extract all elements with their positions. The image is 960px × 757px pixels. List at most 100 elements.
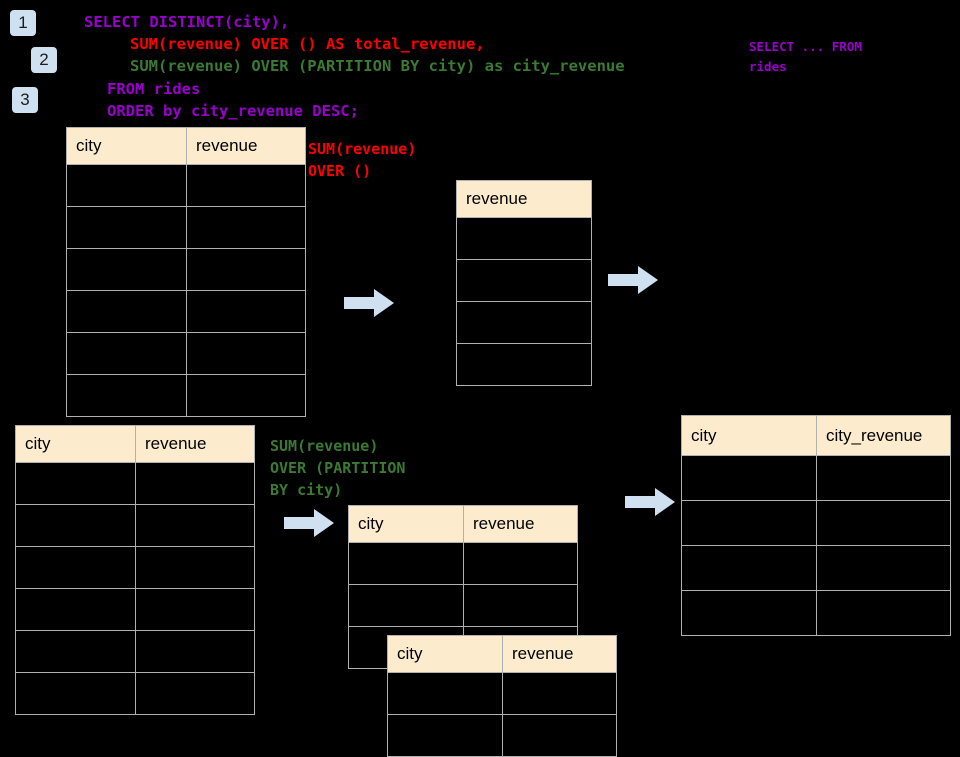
table-cell[interactable] [15, 504, 136, 547]
table-cell[interactable] [816, 500, 951, 546]
table-cell[interactable] [681, 500, 817, 546]
table-cell[interactable] [816, 455, 951, 501]
table-cell[interactable] [681, 455, 817, 501]
table-row[interactable] [681, 455, 951, 501]
table-cell[interactable] [66, 332, 187, 375]
table-row[interactable] [66, 248, 306, 291]
table-cell[interactable] [66, 290, 187, 333]
table-cell[interactable] [135, 630, 255, 673]
table-cell[interactable] [186, 332, 306, 375]
table-header-row: city revenue [348, 505, 578, 543]
table-row[interactable] [387, 714, 617, 757]
table-cell[interactable] [456, 259, 592, 302]
column-header-city-revenue: city_revenue [816, 415, 951, 456]
table-cell[interactable] [66, 374, 187, 417]
annotation-city-revenue-line2: OVER (PARTITION [270, 459, 406, 477]
table-partition-b[interactable]: city revenue [387, 635, 617, 757]
table-row[interactable] [348, 584, 578, 627]
table-cell[interactable] [15, 588, 136, 631]
table-cell[interactable] [463, 584, 578, 627]
table-cell[interactable] [681, 545, 817, 591]
arrow-partition-to-final-icon [625, 487, 675, 522]
table-cell[interactable] [135, 462, 255, 505]
table-row[interactable] [456, 343, 592, 386]
table-final-result[interactable]: city city_revenue [681, 415, 951, 636]
table-cell[interactable] [15, 630, 136, 673]
table-header-row: city revenue [15, 425, 255, 463]
table-cell[interactable] [66, 206, 187, 249]
column-header-revenue: revenue [186, 127, 306, 165]
table-row[interactable] [681, 500, 951, 546]
table-cell[interactable] [348, 542, 464, 585]
annotation-total-revenue-line1: SUM(revenue) [308, 140, 417, 158]
sql-line-order-by: ORDER by city_revenue DESC; [107, 102, 359, 120]
table-cell[interactable] [15, 672, 136, 715]
table-cell[interactable] [15, 462, 136, 505]
table-cell[interactable] [816, 545, 951, 591]
table-cell[interactable] [816, 590, 951, 636]
table-cell[interactable] [135, 672, 255, 715]
table-row[interactable] [66, 206, 306, 249]
table-cell[interactable] [66, 164, 187, 207]
column-header-city: city [348, 505, 464, 543]
table-rides-source-2[interactable]: city revenue [15, 425, 255, 715]
table-row[interactable] [66, 374, 306, 417]
table-row[interactable] [15, 672, 255, 715]
column-header-city: city [66, 127, 187, 165]
table-cell[interactable] [66, 248, 187, 291]
table-cell[interactable] [135, 504, 255, 547]
table-cell[interactable] [135, 546, 255, 589]
column-header-revenue: revenue [463, 505, 578, 543]
table-cell[interactable] [186, 374, 306, 417]
table-row[interactable] [15, 588, 255, 631]
table-cell[interactable] [186, 206, 306, 249]
table-cell[interactable] [681, 590, 817, 636]
table-row[interactable] [66, 332, 306, 375]
table-cell[interactable] [15, 546, 136, 589]
table-header-row: revenue [456, 180, 592, 218]
step-badge-1[interactable]: 1 [10, 10, 36, 36]
table-cell[interactable] [186, 164, 306, 207]
step-badge-3[interactable]: 3 [12, 87, 38, 113]
table-cell[interactable] [502, 714, 617, 757]
table-cell[interactable] [348, 584, 464, 627]
table-row[interactable] [387, 672, 617, 715]
step-badge-2[interactable]: 2 [31, 47, 57, 73]
table-row[interactable] [15, 504, 255, 547]
sql-line-total-revenue: SUM(revenue) OVER () AS total_revenue, [130, 35, 485, 53]
table-row[interactable] [456, 301, 592, 344]
sql-line-from-rides: FROM rides [107, 80, 201, 98]
table-total-revenue-result[interactable]: revenue [456, 180, 592, 386]
table-row[interactable] [15, 462, 255, 505]
table-row[interactable] [456, 259, 592, 302]
table-row[interactable] [456, 217, 592, 260]
arrow-total-to-final-icon [608, 265, 658, 300]
table-rides-source[interactable]: city revenue [66, 127, 306, 417]
table-cell[interactable] [387, 714, 503, 757]
sql-line-city-revenue: SUM(revenue) OVER (PARTITION BY city) as… [130, 57, 625, 75]
column-header-revenue: revenue [456, 180, 592, 218]
table-cell[interactable] [456, 217, 592, 260]
table-cell[interactable] [186, 290, 306, 333]
arrow-source2-to-partition-icon [284, 508, 334, 543]
table-row[interactable] [681, 545, 951, 591]
table-header-row: city revenue [66, 127, 306, 165]
table-cell[interactable] [135, 588, 255, 631]
table-cell[interactable] [456, 301, 592, 344]
sql-line-select-distinct: SELECT DISTINCT(city), [84, 13, 290, 31]
table-cell[interactable] [456, 343, 592, 386]
column-header-city: city [15, 425, 136, 463]
annotation-city-revenue-line3: BY city) [270, 481, 343, 499]
table-cell[interactable] [186, 248, 306, 291]
table-header-row: city city_revenue [681, 415, 951, 456]
table-row[interactable] [66, 164, 306, 207]
table-row[interactable] [66, 290, 306, 333]
table-cell[interactable] [502, 672, 617, 715]
arrow-source-to-total-icon [344, 288, 394, 323]
table-row[interactable] [15, 546, 255, 589]
table-row[interactable] [348, 542, 578, 585]
table-row[interactable] [15, 630, 255, 673]
table-cell[interactable] [387, 672, 503, 715]
table-row[interactable] [681, 590, 951, 636]
table-cell[interactable] [463, 542, 578, 585]
